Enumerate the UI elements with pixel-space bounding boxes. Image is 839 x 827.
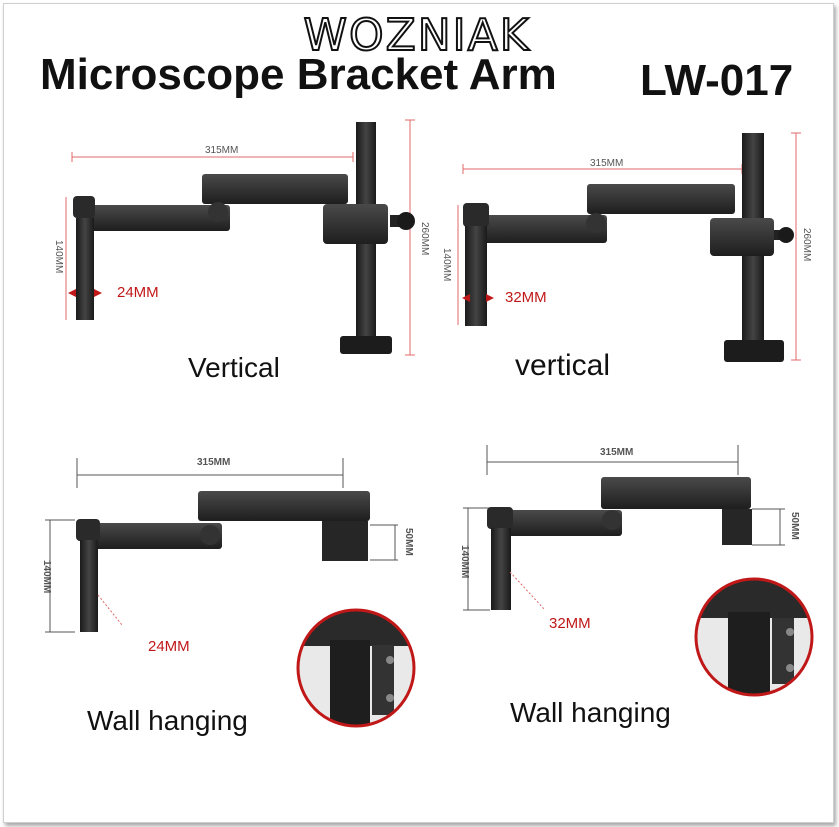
- column-clamp: [323, 204, 388, 244]
- width-dimension-label: 315MM: [205, 145, 238, 156]
- diagram-wall-32mm: 315MM 140MM 50MM 32MM: [459, 445, 814, 697]
- width-dimension-label: 315MM: [197, 457, 230, 468]
- height-dimension-label: 50MM: [789, 512, 800, 540]
- wall-bracket: [722, 509, 752, 545]
- model-number: LW-017: [640, 56, 794, 105]
- bracket-closeup: [696, 579, 812, 695]
- height-dimension-label: 50MM: [403, 528, 414, 556]
- width-dimension-label: 315MM: [590, 158, 623, 169]
- post-diameter-label: 32MM: [549, 615, 591, 632]
- diagram-vertical-24mm: 315MM 260MM 140MM 24MM: [53, 119, 430, 356]
- post-diameter-label: 24MM: [117, 284, 159, 301]
- brand-logo: WOZNIAK: [302, 9, 531, 62]
- diagram-vertical-32mm: 315MM 260MM 140MM 32MM: [441, 132, 812, 362]
- column-base: [724, 340, 784, 362]
- upper-arm: [198, 491, 370, 521]
- mounting-post: [76, 218, 94, 320]
- height-dimension-label: 260MM: [801, 228, 812, 261]
- caption-vertical-left: Vertical: [188, 352, 280, 383]
- mounting-post: [491, 528, 511, 610]
- lower-arm: [80, 523, 222, 549]
- post-diameter-label: 32MM: [505, 289, 547, 306]
- image-frame: [3, 3, 834, 823]
- mounting-post: [80, 540, 98, 632]
- mounting-post: [465, 226, 487, 326]
- lower-arm: [467, 215, 607, 243]
- post-dimension-label: 140MM: [459, 545, 470, 578]
- width-dimension-label: 315MM: [600, 447, 633, 458]
- diagram-wall-24mm: 315MM 140MM 50MM 24MM: [41, 457, 416, 728]
- height-dimension-label: 260MM: [419, 222, 430, 255]
- caption-wall-right: Wall hanging: [510, 697, 671, 728]
- column-clamp: [710, 218, 774, 256]
- upper-arm: [601, 477, 751, 509]
- caption-wall-left: Wall hanging: [87, 705, 248, 736]
- post-dimension-label: 140MM: [41, 560, 52, 593]
- caption-vertical-right: vertical: [515, 349, 611, 382]
- wall-bracket: [322, 521, 368, 561]
- lower-arm: [80, 205, 230, 231]
- column-base: [340, 336, 392, 354]
- locking-knob-icon: [397, 212, 415, 230]
- post-dimension-label: 140MM: [53, 240, 64, 273]
- product-title: Microscope Bracket Arm: [40, 50, 557, 99]
- upper-arm: [202, 174, 348, 204]
- locking-knob-icon: [778, 227, 794, 243]
- post-diameter-label: 24MM: [148, 638, 190, 655]
- post-dimension-label: 140MM: [441, 248, 452, 281]
- lower-arm: [492, 510, 622, 536]
- upper-arm: [587, 184, 735, 214]
